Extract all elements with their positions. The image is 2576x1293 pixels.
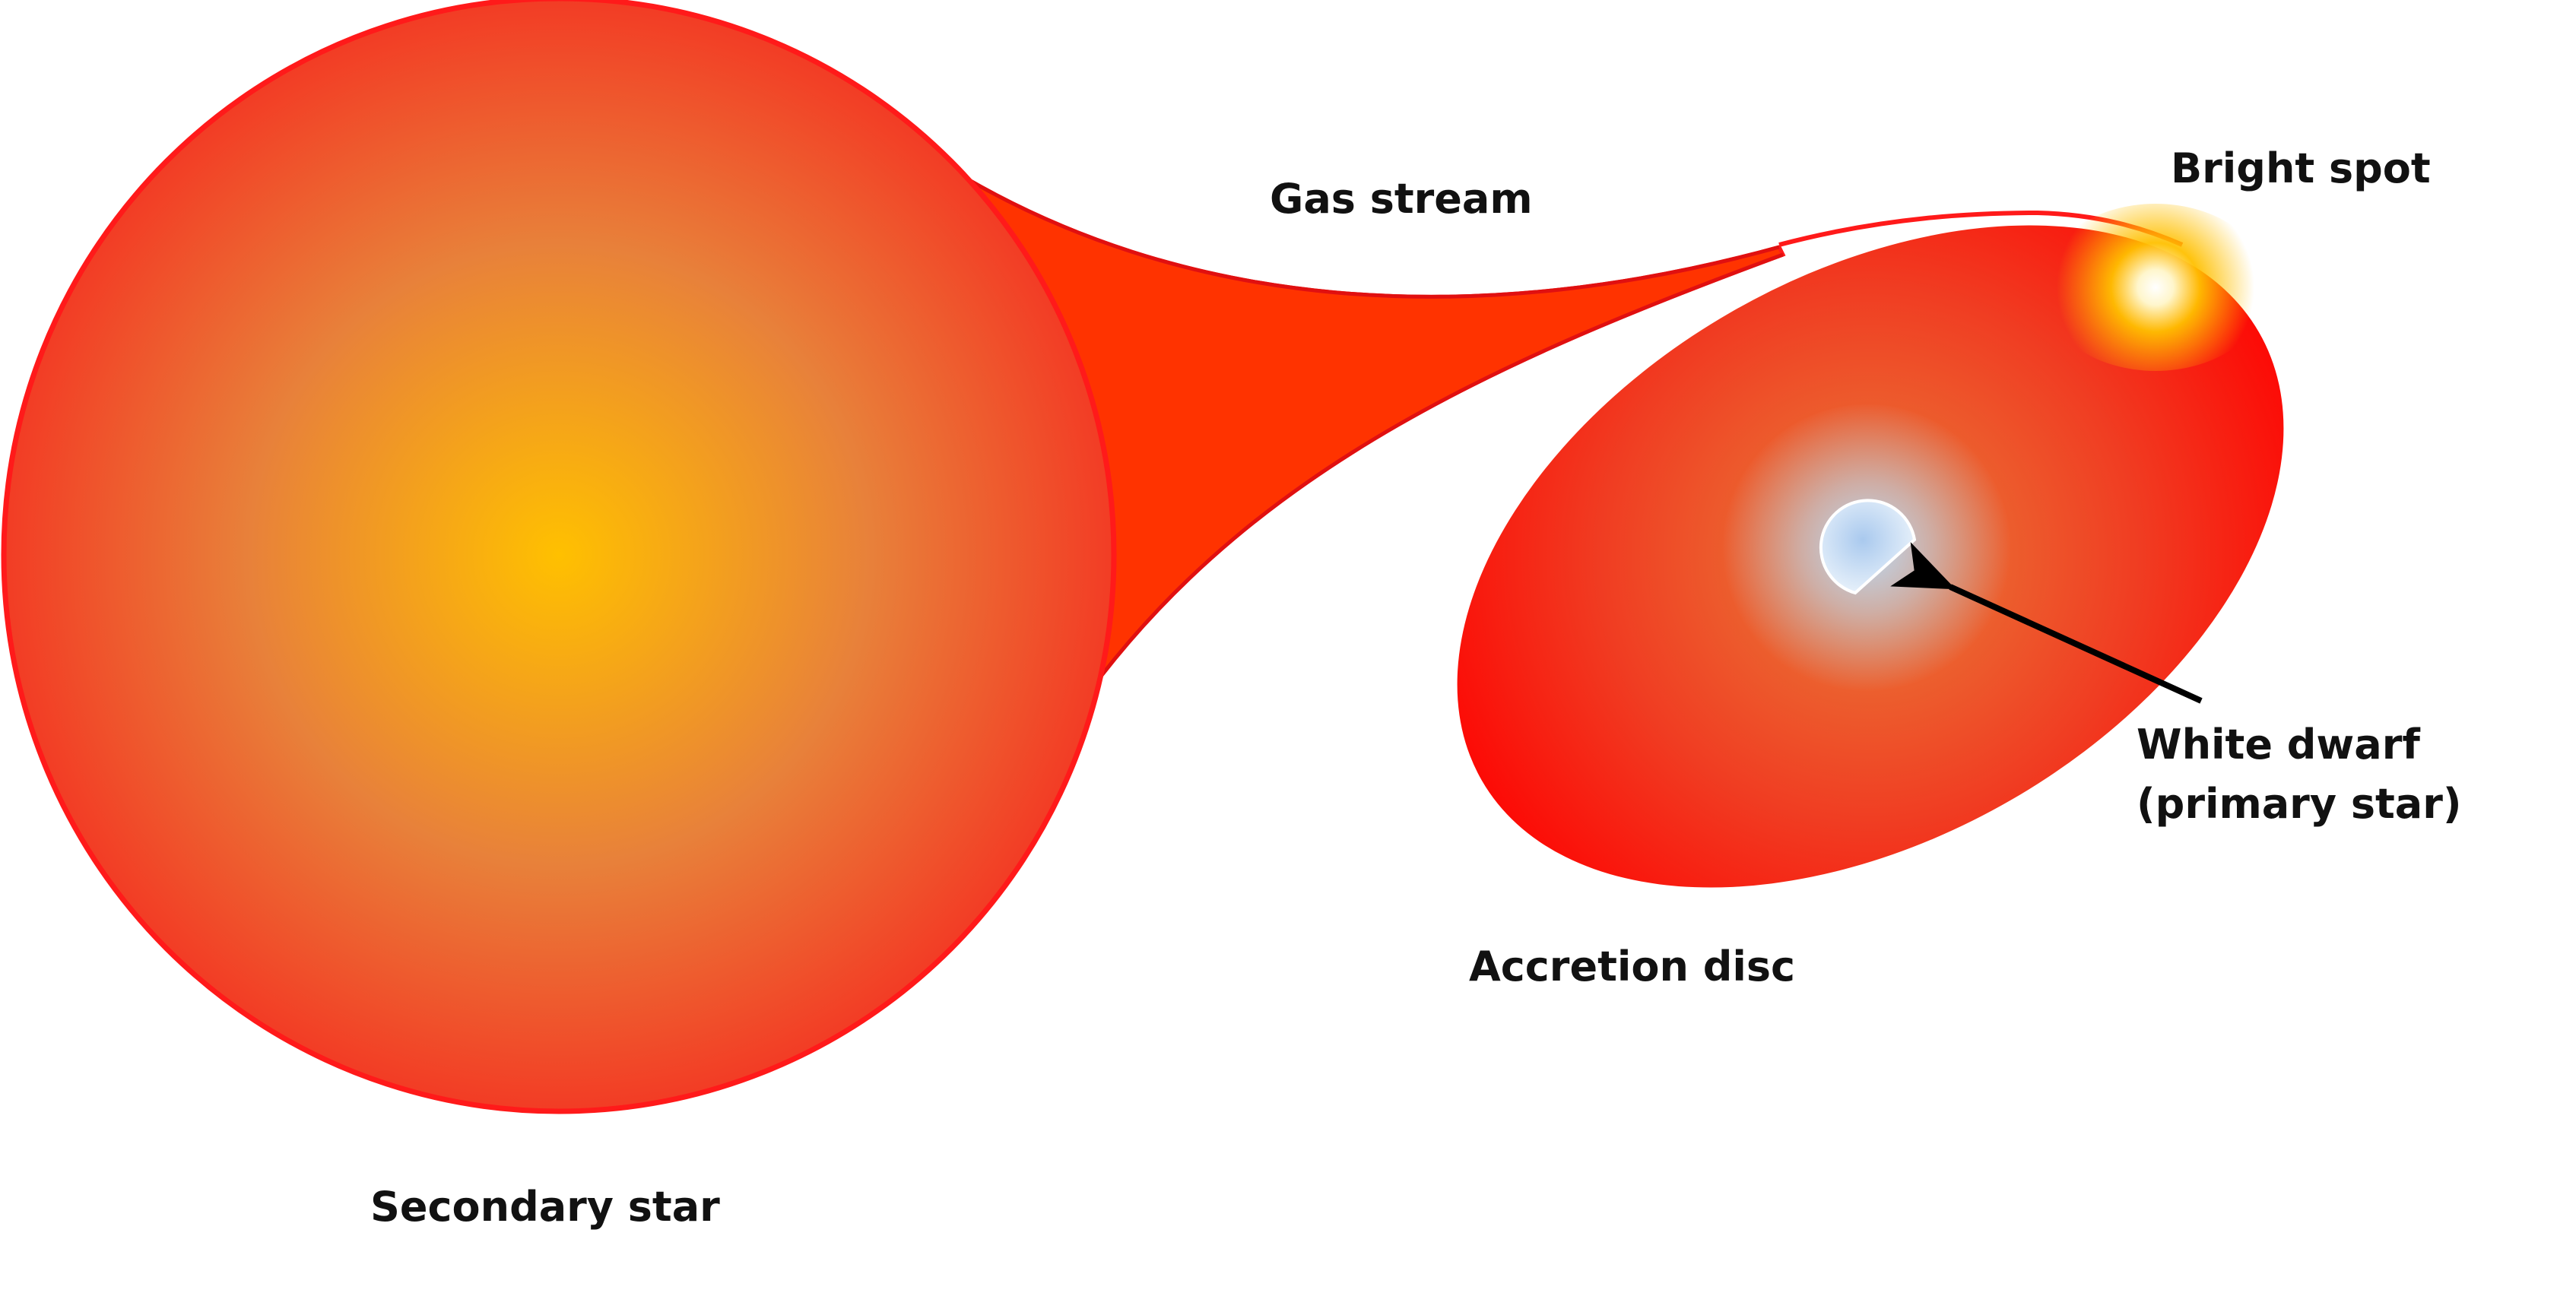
- gas-stream-label: Gas stream: [1270, 175, 1533, 223]
- white-dwarf: [1819, 499, 1917, 595]
- white-dwarf-label: White dwarf: [2137, 721, 2420, 769]
- gas-stream-upper-edge: [934, 157, 1780, 299]
- primary-star-label: (primary star): [2137, 780, 2462, 828]
- gas-stream-lower-edge: [1093, 252, 1784, 686]
- bright-spot: [2041, 204, 2270, 371]
- secondary-star-label: Secondary star: [370, 1183, 720, 1231]
- white-dwarf-arrow: [1890, 542, 2203, 704]
- accretion-disc-label: Accretion disc: [1469, 943, 1795, 990]
- secondary-star: [1, 0, 1117, 1114]
- bright-spot-label: Bright spot: [2171, 144, 2431, 192]
